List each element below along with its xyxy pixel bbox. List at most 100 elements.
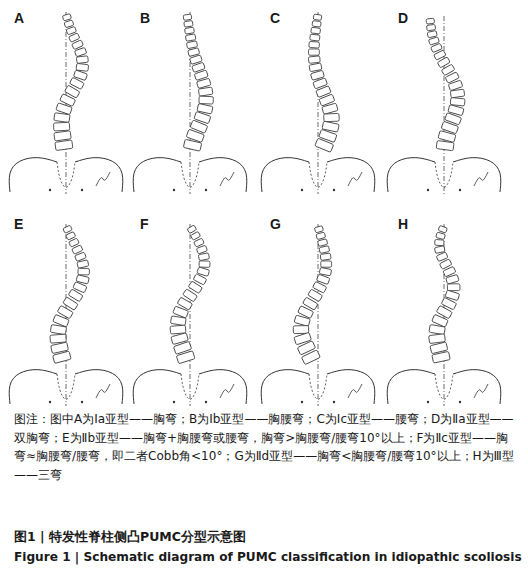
panel-letter: H [398,216,408,232]
pelvis-dot [173,401,175,403]
vertebra [199,261,210,268]
vertebra [76,56,88,64]
pelvis-dot [427,401,429,403]
spine-figure [261,12,375,194]
pelvis-dot [333,401,335,403]
pelvis-dot [49,401,51,403]
iliac-wing [453,370,501,404]
vertebra [294,315,310,326]
vertebra [63,225,73,233]
iliac-wing [133,158,181,192]
pelvis-dot [205,189,207,191]
pelvis-dot [459,189,461,191]
vertebra [436,232,446,240]
vertebra [313,14,322,20]
vertebra [293,326,308,334]
vertebra [53,122,69,131]
vertebra [199,96,213,104]
sacrum [309,162,327,187]
vertebra [322,103,338,114]
vertebra [308,56,320,64]
pelvis-dot [301,189,303,191]
vertebra [432,351,450,363]
pelvis-dot [333,189,335,191]
plumb-line [444,16,445,194]
vertebra [438,225,447,233]
vertebra [50,334,66,343]
vertebra [55,140,73,151]
iliac-wing [453,158,501,192]
figure-note: 图注：图中A为Ⅰa亚型——胸弯；B为Ⅰb亚型——胸腰弯；C为Ⅰc亚型——腰弯；D… [14,410,514,484]
vertebra [301,350,320,365]
iliac-wing [261,158,309,192]
vertebra [198,253,209,261]
vertebra [316,232,326,240]
spine-figure [133,12,247,194]
iliac-wing [327,370,375,404]
vertebra [77,260,89,269]
vertebra [317,239,327,247]
vertebra [190,231,200,240]
vertebra [64,20,74,28]
sacrum [309,374,327,399]
iliac-wing [75,158,123,192]
pelvis-sketch [348,384,362,398]
pelvis-sketch [220,172,234,186]
vertebra [310,34,320,41]
vertebra [170,325,186,334]
spine-figure [133,224,247,406]
pelvis-sketch [474,172,488,186]
vertebra [315,138,334,152]
vertebra [446,274,459,284]
iliac-wing [9,370,57,404]
vertebra [309,63,322,72]
pelvis-sketch [96,172,110,186]
vertebra [319,246,330,254]
vertebra [185,34,196,41]
vertebra [53,351,72,363]
vertebra [320,253,331,260]
vertebra [321,261,332,267]
vertebra [426,18,434,24]
vertebra [309,49,320,55]
vertebra [312,21,321,28]
iliac-wing [9,158,57,192]
vertebra [324,113,340,121]
pelvis-dot [49,189,51,191]
spine-figure [9,224,123,406]
vertebra [183,14,192,20]
vertebra [429,334,446,344]
panel-letter: F [140,216,149,232]
pelvis-dot [81,189,83,191]
sacrum [57,374,75,399]
spine-figure [261,224,375,406]
pelvis-sketch [474,384,488,398]
vertebra [434,246,445,254]
sacrum [435,162,453,187]
panel-letter: A [14,10,24,26]
pelvis-dot [173,189,175,191]
iliac-wing [133,370,181,404]
vertebra [188,48,200,57]
panel-letter: C [270,10,280,26]
vertebra [75,252,87,261]
iliac-wing [199,370,247,404]
vertebra [176,351,195,364]
vertebra [187,225,197,234]
vertebra [74,47,86,56]
figure-title-en: Figure 1 | Schematic diagram of PUMC cla… [14,549,522,565]
plumb-line [318,224,319,406]
vertebra [436,141,454,151]
vertebra [427,31,437,38]
sacrum [181,162,199,187]
vertebra [184,20,193,27]
vertebra [426,24,435,30]
vertebra [62,14,71,21]
vertebra [198,87,213,96]
spine-figure [9,12,123,194]
sacrum [181,374,199,399]
vertebra [183,139,201,151]
vertebra [311,27,321,34]
iliac-wing [75,370,123,404]
vertebra [78,268,89,275]
